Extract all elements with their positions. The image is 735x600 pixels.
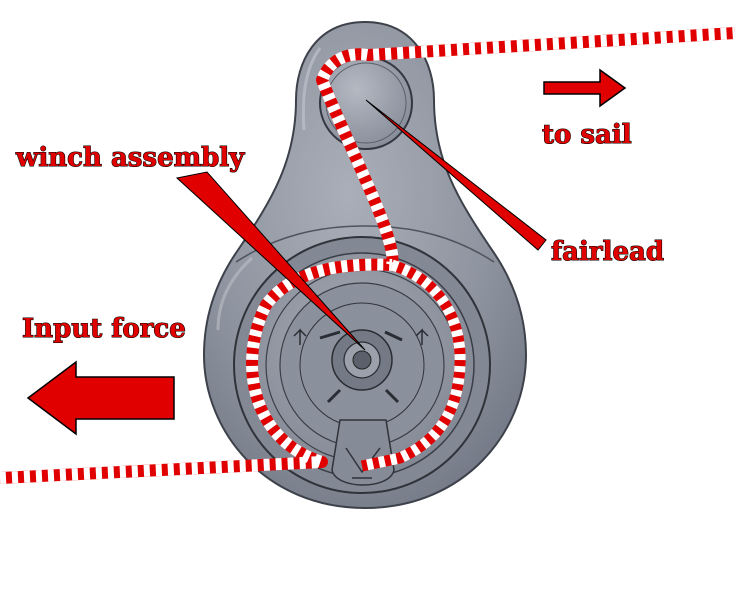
fairlead-leader-line bbox=[365, 99, 547, 251]
input-force-arrow bbox=[26, 360, 175, 436]
winch-assembly-label: winch assembly bbox=[15, 143, 245, 173]
input-force-label: Input force bbox=[22, 314, 186, 344]
rope bbox=[0, 27, 735, 484]
to-sail-label: to sail bbox=[542, 120, 632, 150]
fairlead-label: fairlead bbox=[551, 237, 664, 267]
winch-leader-line bbox=[175, 171, 366, 351]
winch-drum bbox=[233, 236, 491, 494]
to-sail-arrow bbox=[543, 68, 627, 108]
